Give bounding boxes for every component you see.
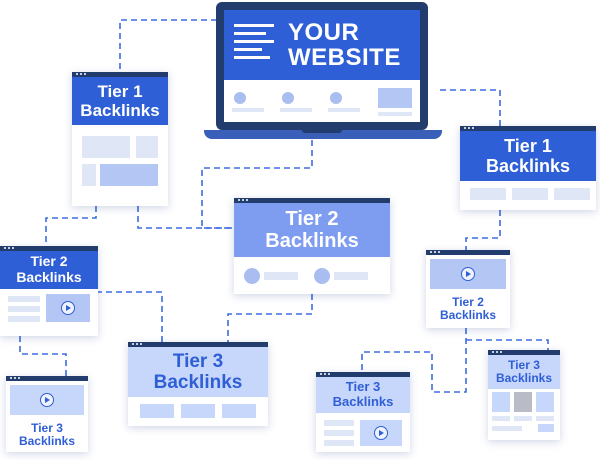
tier3-mid-line1: Tier 3 (345, 379, 381, 395)
tier3-right-line2: Backlinks (495, 371, 553, 385)
tier3-left-line1: Tier 3 (31, 420, 63, 435)
play-icon (61, 301, 75, 315)
tier1-left-line1: Tier 1 (97, 81, 143, 101)
tier1-right-card: Tier 1 Backlinks (460, 126, 596, 210)
link-tier1-left-tier2-center (137, 206, 234, 229)
play-icon (40, 393, 54, 407)
website-title-line2: WEBSITE (288, 44, 401, 72)
link-tier2-left-tier3-left (19, 336, 67, 376)
website-page: YOUR WEBSITE (224, 10, 420, 122)
laptop-notch (302, 130, 342, 133)
tier1-right-line1: Tier 1 (504, 135, 552, 156)
link-website-tier1-left (119, 19, 217, 72)
link-tier2-left-tier3-center (96, 291, 163, 342)
tier3-right-title: Tier 3 Backlinks (488, 355, 560, 389)
tier2-left-card: Tier 2 Backlinks (0, 246, 98, 336)
feature-icon (330, 92, 342, 104)
link-tier2-center-tier3-center (227, 294, 313, 342)
tier1-right-title: Tier 1 Backlinks (460, 131, 596, 181)
tier3-center-line1: Tier 3 (172, 350, 224, 372)
tier1-left-title: Tier 1 Backlinks (72, 77, 168, 125)
tier2-right-line1: Tier 2 (452, 294, 484, 309)
tier1-right-line2: Backlinks (485, 156, 571, 176)
feature-icon (282, 92, 294, 104)
website-header: YOUR WEBSITE (224, 10, 420, 80)
tier3-right-card: Tier 3 Backlinks (488, 350, 560, 440)
website-image (378, 88, 412, 108)
tier3-left-line2: Backlinks (18, 434, 76, 448)
laptop-screen: YOUR WEBSITE (216, 2, 428, 130)
tier2-center-title: Tier 2 Backlinks (234, 203, 390, 257)
tier2-left-line1: Tier 2 (30, 253, 68, 270)
tier2-center-card: Tier 2 Backlinks (234, 198, 390, 294)
link-tier1-left-tier2-left (45, 206, 97, 246)
laptop-base (204, 130, 442, 139)
feature-icon (234, 92, 246, 104)
tier3-right-line1: Tier 3 (508, 357, 540, 372)
feature-icon (314, 268, 330, 284)
tier1-left-line2: Backlinks (80, 101, 160, 120)
tier1-left-card: Tier 1 Backlinks (72, 72, 168, 206)
tier2-left-title: Tier 2 Backlinks (0, 251, 98, 289)
tier3-left-card: Tier 3 Backlinks (6, 376, 88, 452)
play-icon (374, 426, 388, 440)
tier2-center-line1: Tier 2 (285, 207, 339, 230)
tier2-left-line2: Backlinks (16, 269, 82, 285)
tier2-center-line2: Backlinks (265, 230, 359, 252)
tier3-left-title: Tier 3 Backlinks (6, 420, 88, 450)
tier2-right-title: Tier 2 Backlinks (426, 294, 510, 324)
tier3-center-title: Tier 3 Backlinks (128, 347, 268, 397)
tier2-right-card: Tier 2 Backlinks (426, 250, 510, 328)
tier3-center-card: Tier 3 Backlinks (128, 342, 268, 426)
link-website-tier1-right (440, 89, 501, 126)
link-tier1-right-tier2-right (465, 210, 501, 250)
website-title: YOUR WEBSITE (288, 19, 416, 72)
feature-icon (244, 268, 260, 284)
link-tier2-right-tier3-mid (361, 328, 467, 393)
website-title-line1: YOUR (288, 19, 360, 46)
tier2-right-line2: Backlinks (439, 308, 497, 322)
tier3-mid-card: Tier 3 Backlinks (316, 372, 410, 452)
link-tier2-right-tier3-right (466, 339, 549, 350)
tier3-mid-title: Tier 3 Backlinks (316, 377, 410, 413)
tier3-mid-line2: Backlinks (332, 394, 394, 409)
play-icon (461, 267, 475, 281)
tier3-center-line2: Backlinks (153, 372, 243, 393)
